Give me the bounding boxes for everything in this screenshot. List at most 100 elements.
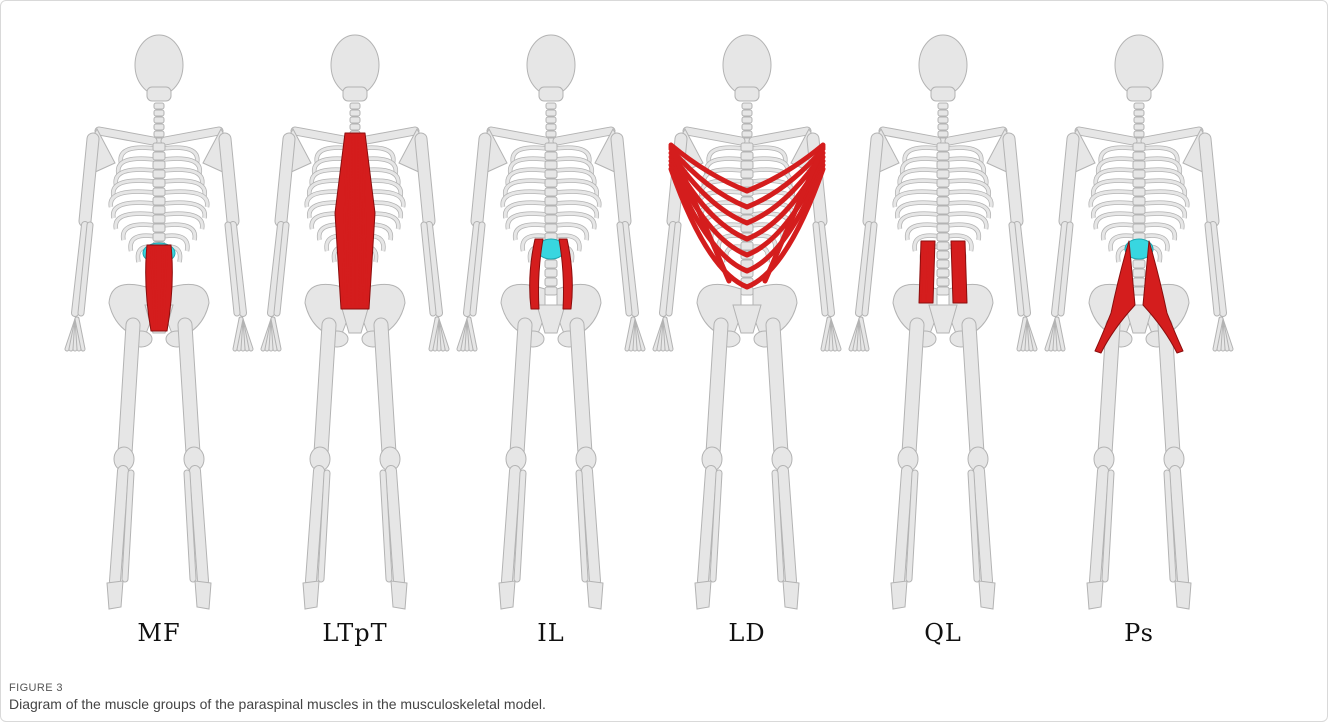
foot-right — [979, 581, 995, 609]
cervical-vertebra — [350, 117, 360, 123]
femur-right — [969, 325, 977, 453]
vertebra — [741, 242, 753, 250]
panel-ltpt: LTpT — [257, 13, 453, 673]
skeleton-ld-illustration — [649, 13, 845, 613]
vertebra — [153, 215, 165, 223]
vertebra — [1133, 215, 1145, 223]
jaw-bone — [1127, 87, 1151, 101]
cervical-vertebra — [154, 124, 164, 130]
skull-bone — [919, 35, 967, 95]
clavicle-right — [949, 131, 1003, 141]
cervical-vertebra — [742, 110, 752, 116]
vertebra — [1133, 161, 1145, 169]
vertebra — [741, 143, 753, 151]
cervical-vertebra — [546, 110, 556, 116]
clavicle-left — [687, 131, 741, 141]
vertebra — [937, 152, 949, 160]
ltpt-fiber — [351, 137, 352, 305]
vertebra — [1133, 143, 1145, 151]
femur-left — [713, 325, 721, 453]
vertebra — [937, 161, 949, 169]
ltpt-fiber — [358, 137, 359, 305]
vertebra — [153, 152, 165, 160]
vertebra — [937, 269, 949, 277]
vertebra — [153, 188, 165, 196]
skull-bone — [723, 35, 771, 95]
cervical-vertebra — [154, 110, 164, 116]
skull-bone — [135, 35, 183, 95]
vertebra — [545, 224, 557, 232]
cervical-vertebra — [154, 117, 164, 123]
vertebra — [937, 242, 949, 250]
cervical-vertebra — [938, 117, 948, 123]
cervical-vertebra — [1134, 117, 1144, 123]
cervical-vertebra — [546, 124, 556, 130]
cervical-vertebra — [546, 117, 556, 123]
cervical-vertebra — [742, 103, 752, 109]
vertebra — [1133, 224, 1145, 232]
clavicle-right — [1145, 131, 1199, 141]
panel-ld: LD — [649, 13, 845, 673]
foot-right — [587, 581, 603, 609]
skeleton-ql-illustration — [845, 13, 1041, 613]
vertebra — [545, 206, 557, 214]
vertebra — [153, 143, 165, 151]
cervical-vertebra — [350, 103, 360, 109]
panel-label-il: IL — [453, 619, 649, 647]
vertebra — [937, 233, 949, 241]
vertebra — [153, 197, 165, 205]
vertebra — [545, 269, 557, 277]
vertebra — [153, 206, 165, 214]
foot-right — [1175, 581, 1191, 609]
vertebra — [545, 188, 557, 196]
foot-left — [695, 581, 711, 609]
vertebra — [937, 260, 949, 268]
clavicle-right — [165, 131, 219, 141]
vertebra — [937, 206, 949, 214]
skull-bone — [1115, 35, 1163, 95]
jaw-bone — [735, 87, 759, 101]
cervical-vertebra — [938, 124, 948, 130]
panel-label-ps: Ps — [1041, 619, 1237, 647]
cervical-vertebra — [742, 117, 752, 123]
vertebra — [153, 161, 165, 169]
panel-label-ltpt: LTpT — [257, 619, 453, 647]
cervical-vertebra — [938, 131, 948, 137]
vertebra — [545, 287, 557, 295]
cervical-vertebra — [938, 103, 948, 109]
vertebra — [1133, 206, 1145, 214]
femur-left — [909, 325, 917, 453]
vertebra — [741, 179, 753, 187]
vertebra — [1133, 188, 1145, 196]
cervical-vertebra — [546, 103, 556, 109]
jaw-bone — [931, 87, 955, 101]
sacrum-bone — [929, 305, 957, 333]
vertebra — [1133, 170, 1145, 178]
foot-left — [1087, 581, 1103, 609]
foot-left — [303, 581, 319, 609]
vertebra — [1133, 278, 1145, 286]
vertebra — [545, 143, 557, 151]
vertebra — [937, 170, 949, 178]
jaw-bone — [539, 87, 563, 101]
cervical-vertebra — [546, 131, 556, 137]
vertebra — [937, 278, 949, 286]
sacrum-bone — [537, 305, 565, 333]
cervical-vertebra — [1134, 124, 1144, 130]
skeleton-ltpt-illustration — [257, 13, 453, 613]
jaw-bone — [147, 87, 171, 101]
skull-bone — [527, 35, 575, 95]
sacrum-bone — [733, 305, 761, 333]
femur-left — [125, 325, 133, 453]
vertebra — [741, 161, 753, 169]
clavicle-left — [99, 131, 153, 141]
figure-number: FIGURE 3 — [9, 682, 1309, 695]
foot-left — [891, 581, 907, 609]
cervical-vertebra — [938, 110, 948, 116]
vertebra — [937, 197, 949, 205]
clavicle-left — [491, 131, 545, 141]
cervical-vertebra — [1134, 131, 1144, 137]
foot-left — [107, 581, 123, 609]
femur-right — [185, 325, 193, 453]
